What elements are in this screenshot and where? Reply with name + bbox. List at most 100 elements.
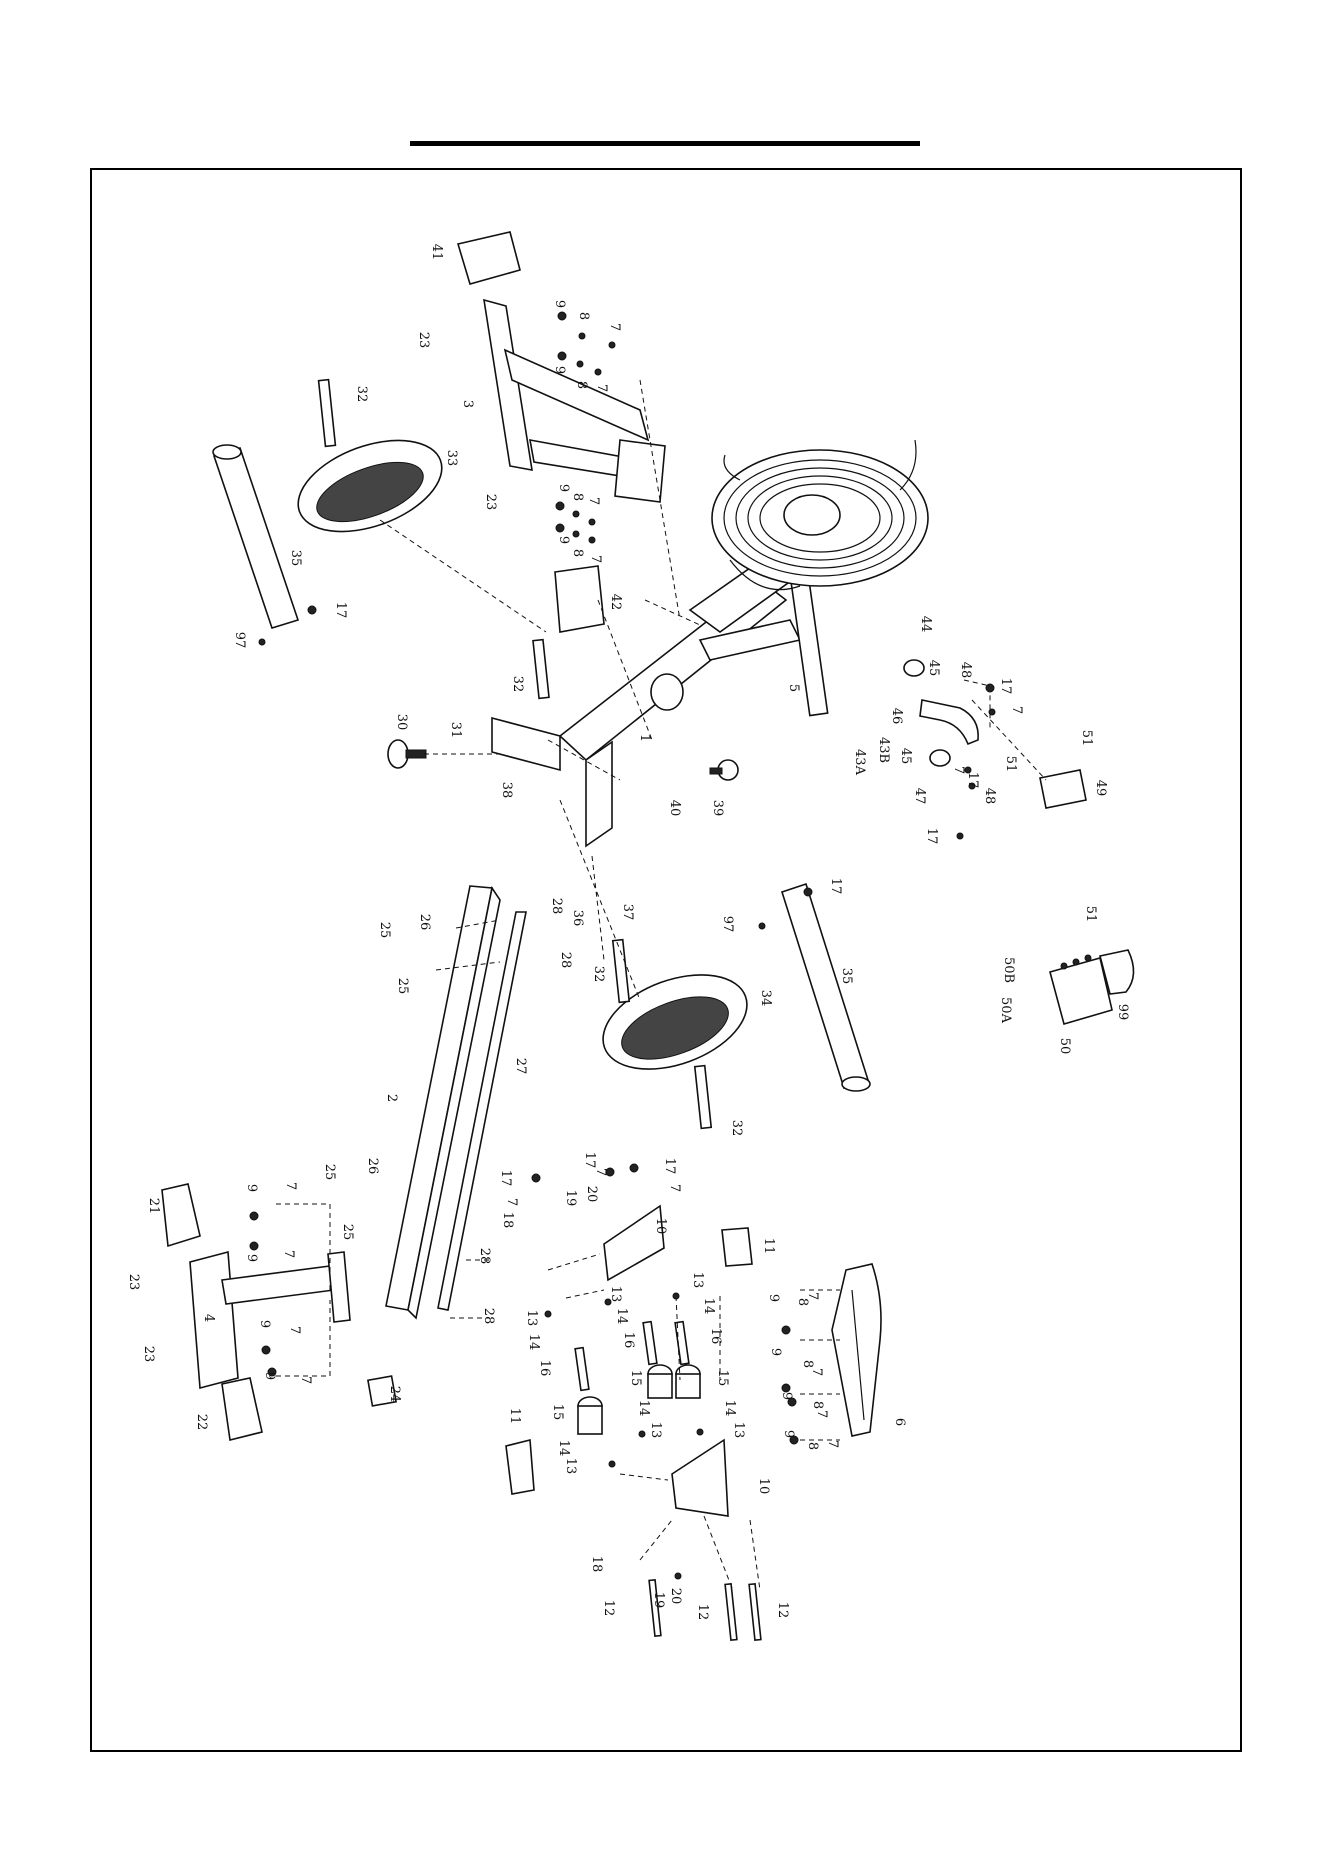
part-callout: 34 bbox=[758, 990, 773, 1007]
part-callout: 50A bbox=[998, 997, 1013, 1024]
fan-wheel bbox=[711, 439, 929, 591]
part-callout: 50B bbox=[1001, 957, 1016, 983]
part-callout: 9 bbox=[244, 1254, 259, 1262]
part-callout: 14 bbox=[722, 1400, 737, 1417]
part-callout: 17 bbox=[924, 828, 939, 845]
fasteners bbox=[249, 311, 996, 1642]
part-callout: 43B bbox=[876, 737, 891, 763]
part-callout: 33 bbox=[444, 450, 459, 467]
part-callout: 9 bbox=[552, 366, 567, 374]
part-callout: 7 bbox=[951, 766, 966, 774]
part-callout: 15 bbox=[550, 1404, 565, 1421]
part-callout: 97 bbox=[232, 632, 247, 649]
small-parts bbox=[387, 739, 739, 781]
part-callout: 7 bbox=[825, 1440, 840, 1448]
title-rule bbox=[410, 141, 920, 146]
part-callout: 25 bbox=[377, 922, 392, 939]
part-callout: 15 bbox=[715, 1370, 730, 1387]
part-callout: 9 bbox=[766, 1294, 781, 1302]
part-callout: 45 bbox=[926, 660, 941, 677]
part-callout: 37 bbox=[620, 904, 635, 921]
part-callout: 50 bbox=[1057, 1038, 1072, 1055]
part-callout: 14 bbox=[526, 1334, 541, 1351]
part-callout: 51 bbox=[1079, 730, 1094, 747]
part-callout: 8 bbox=[805, 1442, 820, 1450]
part-callout: 7 bbox=[809, 1368, 824, 1376]
part-callout: 8 bbox=[570, 549, 585, 557]
part-callout: 23 bbox=[483, 494, 498, 511]
part-callout: 42 bbox=[608, 594, 623, 611]
part-callout: 9 bbox=[556, 484, 571, 492]
rear-stand bbox=[161, 1183, 398, 1441]
part-callout: 13 bbox=[524, 1310, 539, 1327]
part-callout: 40 bbox=[667, 800, 682, 817]
part-callout: 14 bbox=[556, 1440, 571, 1457]
part-callout: 30 bbox=[394, 714, 409, 731]
part-callout: 13 bbox=[608, 1286, 623, 1303]
part-callout: 47 bbox=[912, 788, 927, 805]
part-callout: 12 bbox=[695, 1604, 710, 1621]
part-callout: 23 bbox=[141, 1346, 156, 1363]
part-callout: 15 bbox=[628, 1370, 643, 1387]
part-callout: 14 bbox=[614, 1308, 629, 1325]
part-callout: 13 bbox=[648, 1422, 663, 1439]
part-callout: 7 bbox=[805, 1292, 820, 1300]
part-callout: 51 bbox=[1003, 756, 1018, 773]
part-callout: 7 bbox=[594, 384, 609, 392]
part-callout: 4 bbox=[201, 1314, 216, 1322]
part-callout: 7 bbox=[593, 1168, 608, 1176]
part-callout: 12 bbox=[601, 1600, 616, 1617]
front-stand bbox=[456, 231, 666, 633]
part-callout: 97 bbox=[720, 916, 735, 933]
part-callout: 9 bbox=[556, 536, 571, 544]
part-callout: 20 bbox=[668, 1588, 683, 1605]
part-callout: 28 bbox=[477, 1248, 492, 1265]
part-callout: 3 bbox=[460, 400, 475, 408]
part-callout: 13 bbox=[563, 1458, 578, 1475]
foot-pedals bbox=[297, 378, 748, 1130]
part-callout: 32 bbox=[354, 386, 369, 403]
part-callout: 17 bbox=[965, 772, 980, 789]
part-callout: 51 bbox=[1083, 906, 1098, 923]
part-callout: 36 bbox=[570, 910, 585, 927]
part-callout: 17 bbox=[498, 1170, 513, 1187]
part-callout: 17 bbox=[998, 678, 1013, 695]
part-callout: 38 bbox=[499, 782, 514, 799]
part-callout: 17 bbox=[333, 602, 348, 619]
part-callout: 9 bbox=[552, 300, 567, 308]
part-callout: 7 bbox=[588, 555, 603, 563]
monitor-bracket bbox=[903, 659, 1087, 809]
part-callout: 7 bbox=[1009, 706, 1024, 714]
part-callout: 27 bbox=[513, 1058, 528, 1075]
part-callout: 9 bbox=[257, 1320, 272, 1328]
part-callout: 46 bbox=[889, 708, 904, 725]
part-callout: 17 bbox=[828, 878, 843, 895]
part-callout: 16 bbox=[708, 1328, 723, 1345]
part-callout: 7 bbox=[281, 1250, 296, 1258]
part-callout: 23 bbox=[416, 332, 431, 349]
part-callout: 7 bbox=[607, 323, 622, 331]
part-callout: 7 bbox=[814, 1410, 829, 1418]
part-callout: 19 bbox=[563, 1190, 578, 1207]
diagram-frame bbox=[90, 168, 1242, 1752]
part-callout: 99 bbox=[1115, 1004, 1130, 1021]
part-callout: 9 bbox=[779, 1392, 794, 1400]
part-callout: 7 bbox=[283, 1182, 298, 1190]
part-callout: 21 bbox=[146, 1198, 161, 1215]
part-callout: 5 bbox=[786, 684, 801, 692]
part-callout: 32 bbox=[729, 1120, 744, 1137]
part-callout: 7 bbox=[287, 1326, 302, 1334]
part-callout: 35 bbox=[839, 968, 854, 985]
part-callout: 6 bbox=[892, 1418, 907, 1426]
part-callout: 13 bbox=[690, 1272, 705, 1289]
part-callout: 48 bbox=[982, 788, 997, 805]
monitor bbox=[1049, 949, 1135, 1025]
part-callout: 17 bbox=[662, 1158, 677, 1175]
part-callout: 25 bbox=[322, 1164, 337, 1181]
part-callout: 24 bbox=[387, 1386, 402, 1403]
part-callout: 10 bbox=[653, 1218, 668, 1235]
part-callout: 22 bbox=[194, 1414, 209, 1431]
part-callout: 16 bbox=[621, 1332, 636, 1349]
